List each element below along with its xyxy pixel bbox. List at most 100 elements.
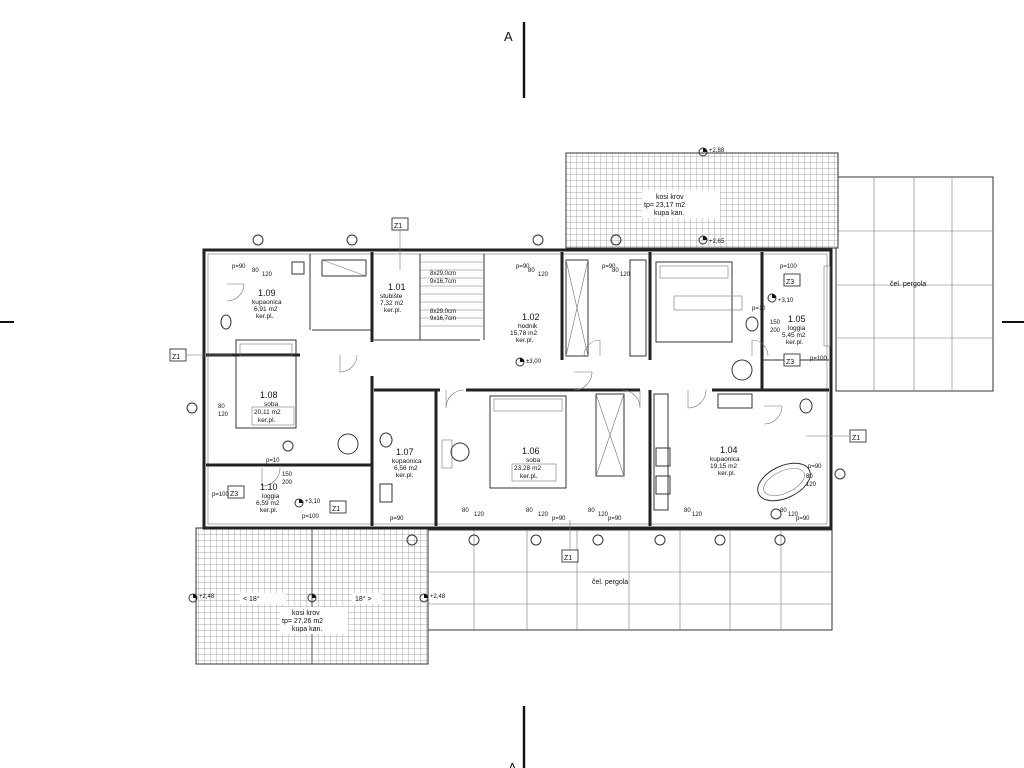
dim-label: 80 — [684, 508, 691, 514]
bath-fixtures — [220, 259, 831, 503]
furniture — [337, 295, 753, 469]
dim-label: p=100 — [780, 264, 798, 270]
room-number: 1.02 — [522, 312, 540, 322]
tag-label: Z1 — [332, 506, 340, 513]
tag-z1-right: Z1 — [806, 429, 867, 443]
dim-label: p=100 — [810, 356, 828, 362]
pergola-bottom: čel. pergola — [427, 529, 833, 631]
room-area: 6,59 m2 — [256, 500, 280, 507]
room-area: 6,56 m2 — [394, 465, 418, 472]
room-name: hodnik — [518, 323, 538, 330]
pergola-label: čel. pergola — [592, 579, 628, 586]
roof-area: tp= 23,17 m2 — [644, 202, 685, 209]
room-name: stubište — [380, 293, 403, 300]
level-mark-loggia: +3,10 — [767, 293, 794, 304]
room-floor: ker.pl. — [516, 337, 534, 344]
level-floor: +3,10 — [778, 298, 794, 304]
dim-label: p=90 — [552, 516, 566, 522]
level-roof-low: +2,48 — [199, 594, 215, 600]
section-letter: A — [508, 760, 517, 768]
room-name: loggia — [262, 493, 280, 500]
room-area: 7,32 m2 — [380, 300, 404, 307]
tag-label: Z3 — [786, 279, 794, 286]
room-1.06: 1.06 soba 23,28 m2 ker.pl. — [511, 446, 557, 482]
room-1.02: 1.02 hodnik 15,78 m2 ker.pl. ±3,00 — [510, 312, 542, 367]
dim-label: 120 — [620, 272, 631, 278]
section-letter: A — [504, 29, 513, 44]
dim-label: 120 — [692, 512, 703, 518]
room-1.01: 1.01 stubište 7,32 m2 ker.pl. — [380, 282, 406, 314]
room-name: loggia — [788, 325, 806, 332]
dim-label: 80 — [462, 508, 469, 514]
dim-label: 120 — [218, 412, 229, 418]
dim-label: p=90 — [516, 264, 530, 270]
dim-label: 120 — [788, 512, 799, 518]
dim-label: 80 — [526, 508, 533, 514]
room-floor: ker.pl. — [258, 417, 276, 424]
roof-top: kosi krov tp= 23,17 m2 kupa kan. +2,88 +… — [565, 147, 839, 249]
stair-label: 9x16,7cm — [430, 316, 456, 322]
dim-label: p=90 — [796, 516, 810, 522]
room-number: 1.01 — [388, 282, 406, 292]
tag-label: Z1 — [172, 354, 180, 361]
dim-label: 200 — [770, 328, 781, 334]
pergola-right: čel. pergola — [835, 176, 994, 392]
tag-z1-stair: Z1 — [391, 217, 409, 270]
level-roof-low-right: +2,48 — [430, 594, 446, 600]
dim-label: 200 — [282, 480, 293, 486]
room-number: 1.06 — [522, 446, 540, 456]
room-1.09: 1.09 kupaonica 6,91 m2 ker.pl. — [252, 288, 282, 320]
dim-label: p=90 — [602, 264, 616, 270]
tag-z3-loggia-top: Z3 — [783, 273, 801, 287]
room-area: 23,28 m2 — [514, 465, 541, 472]
roof-label: kosi krov — [656, 194, 684, 201]
room-number: 1.04 — [720, 445, 738, 455]
dim-label: 120 — [538, 512, 549, 518]
dim-label: p=10 — [266, 458, 280, 464]
dim-label: 80 — [612, 268, 619, 274]
room-area: 20,11 m2 — [254, 409, 281, 416]
room-name: kupaonica — [252, 299, 282, 306]
roof-label: kosi krov — [292, 610, 320, 617]
dim-label: 80 — [218, 404, 225, 410]
tag-label: Z1 — [564, 555, 572, 562]
tag-label: Z1 — [852, 435, 860, 442]
room-area: 6,91 m2 — [254, 306, 278, 313]
dim-label: 120 — [538, 272, 549, 278]
section-marker-top: A — [504, 22, 526, 98]
room-1.05: 1.05 loggia 5,45 m2 ker.pl. — [782, 314, 806, 346]
stair-label: 8x29,0cm — [430, 271, 456, 277]
room-number: 1.07 — [396, 447, 414, 457]
dim-label: 150 — [282, 472, 293, 478]
room-floor: ker.pl. — [396, 472, 414, 479]
room-1.07: 1.07 kupaonica 6,56 m2 ker.pl. — [392, 447, 422, 479]
room-floor: ker.pl. — [786, 339, 804, 346]
dim-label: p=90 — [232, 264, 246, 270]
roof-cover: kupa kan. — [654, 210, 684, 217]
room-floor: ker.pl. — [520, 473, 538, 480]
dim-label: 80 — [780, 508, 787, 514]
pergola-label: čel. pergola — [890, 281, 926, 288]
tag-label: Z3 — [230, 491, 238, 498]
tag-z1-bottom: Z1 — [561, 520, 579, 563]
tag-z3-loggia-bottom: Z3 — [783, 353, 801, 367]
beds — [235, 261, 733, 489]
wardrobes — [565, 259, 669, 511]
room-floor: ker.pl. — [384, 307, 402, 314]
dim-label: p=100 — [302, 514, 320, 520]
dim-label: 120 — [598, 512, 609, 518]
tag-z1-bottom-left: Z1 — [329, 500, 347, 514]
room-name: soba — [264, 401, 278, 408]
dim-label: 80 — [528, 268, 535, 274]
room-area: 5,45 m2 — [782, 332, 806, 339]
room-number: 1.10 — [260, 482, 278, 492]
level-hall: ±3,00 — [526, 359, 542, 365]
room-1.08: 1.08 soba 20,11 m2 ker.pl. — [251, 390, 295, 426]
room-number: 1.09 — [258, 288, 276, 298]
dim-label: 80 — [588, 508, 595, 514]
dim-label: p=90 — [608, 516, 622, 522]
level-ridge: +2,88 — [709, 148, 725, 154]
level-floor: +3,10 — [305, 499, 321, 505]
tag-label: Z1 — [394, 223, 402, 230]
